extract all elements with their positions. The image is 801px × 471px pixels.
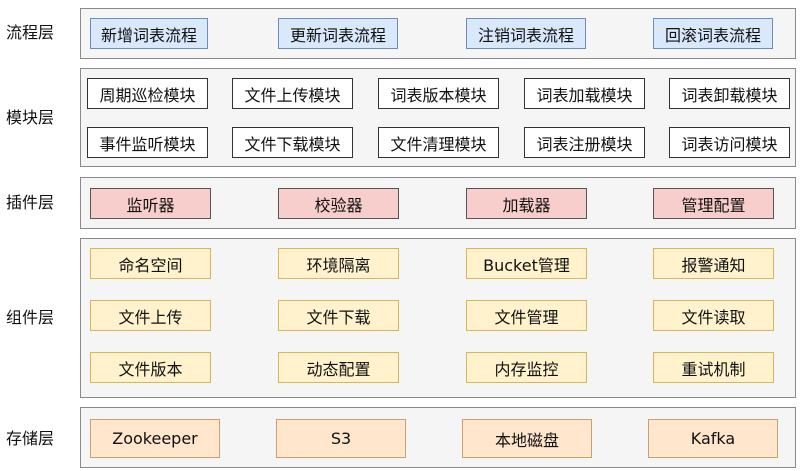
process-box-rollback: 回滚词表流程 [653,18,773,49]
storage-box-local-disk: 本地磁盘 [462,419,592,458]
component-box: 文件上传 [90,300,211,331]
storage-box-s3: S3 [276,419,406,458]
module-box: 词表卸载模块 [669,78,790,109]
storage-box-zookeeper: Zookeeper [90,419,220,458]
storage-box-kafka: Kafka [648,419,778,458]
module-box: 事件监听模块 [87,127,208,158]
plugin-box-validator: 校验器 [278,188,399,219]
module-box: 词表访问模块 [669,127,790,158]
module-box: 文件上传模块 [232,78,353,109]
layer-label-component: 组件层 [6,308,55,327]
process-box-add: 新增词表流程 [90,18,208,49]
process-box-update: 更新词表流程 [278,18,398,49]
component-box: 文件管理 [466,300,587,331]
component-box: 报警通知 [653,248,774,279]
component-box: 文件下载 [278,300,399,331]
plugin-box-config: 管理配置 [653,188,774,219]
component-box: 内存监控 [466,352,587,383]
component-box: 命名空间 [90,248,211,279]
plugin-box-loader: 加载器 [466,188,587,219]
module-box: 文件清理模块 [378,127,499,158]
component-box: 环境隔离 [278,248,399,279]
layer-label-process: 流程层 [6,23,55,42]
module-box: 周期巡检模块 [87,78,208,109]
module-box: 文件下载模块 [232,127,353,158]
plugin-box-listener: 监听器 [90,188,211,219]
component-box: Bucket管理 [466,248,587,279]
component-box: 重试机制 [653,352,774,383]
layer-label-storage: 存储层 [6,429,55,448]
component-box: 文件读取 [653,300,774,331]
module-box: 词表注册模块 [524,127,645,158]
module-box: 词表版本模块 [378,78,499,109]
layer-label-module: 模块层 [6,108,55,127]
component-box: 动态配置 [278,352,399,383]
module-box: 词表加载模块 [524,78,645,109]
layer-label-plugin: 插件层 [6,193,55,212]
component-box: 文件版本 [90,352,211,383]
process-box-deregister: 注销词表流程 [466,18,586,49]
